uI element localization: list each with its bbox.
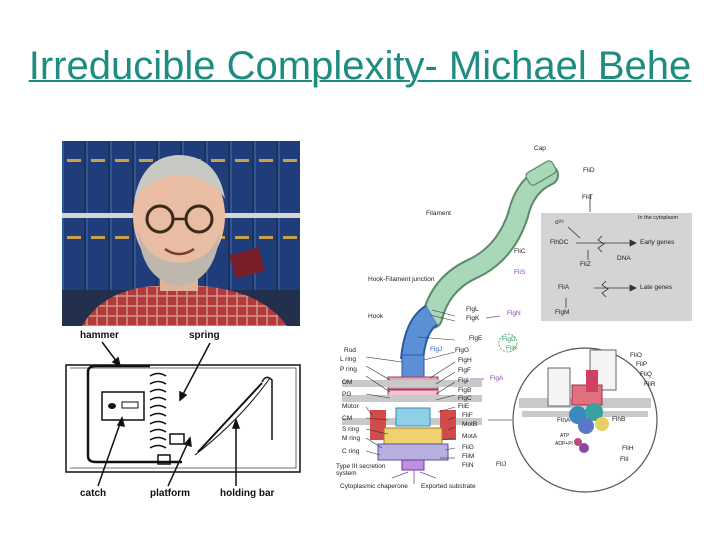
label-motor: Motor <box>342 403 359 410</box>
label-motb: MotB <box>462 421 478 428</box>
label-flim: FliM <box>462 453 475 460</box>
label-m-ring: M ring <box>342 435 361 442</box>
label-flit: FliT <box>582 194 593 201</box>
label-flij: FliJ <box>496 461 507 468</box>
label-flgj: FlgJ <box>430 346 443 353</box>
label-flgb: FlgB <box>458 387 472 394</box>
label-flgh: FlgH <box>458 357 472 364</box>
label-flir: FliR <box>644 381 656 388</box>
regulation-box <box>541 213 692 321</box>
label-filament: Filament <box>426 210 451 217</box>
label-l-ring: L ring <box>340 356 357 363</box>
label-flie: FliE <box>458 403 470 410</box>
label-type-iii: Type III secretion system <box>336 463 386 478</box>
label-flio: FliO <box>630 352 642 359</box>
person-figure <box>82 155 287 326</box>
label-flgd: FlgD <box>502 336 516 343</box>
label-catch: catch <box>80 488 107 499</box>
slide-title: Irreducible Complexity- Michael Behe <box>28 44 692 88</box>
label-cytoplasmic-chaperone: Cytoplasmic chaperone <box>340 483 408 490</box>
label-late-genes: Late genes <box>640 284 673 291</box>
label-hook-filament-junction: Hook-Filament junction <box>368 276 435 283</box>
label-flis: FliS <box>514 269 526 276</box>
label-flih: FliH <box>622 445 634 452</box>
label-hook: Hook <box>368 313 384 320</box>
label-p-ring: P ring <box>340 366 357 373</box>
label-cap: Cap <box>534 145 546 152</box>
label-flgl: FlgL <box>466 306 479 313</box>
label-flik: FliK <box>506 345 518 352</box>
label-flin: FliN <box>462 462 474 469</box>
label-flhb: FlhB <box>612 416 626 423</box>
label-cm: CM <box>342 415 353 422</box>
label-sigma: σ²⁸ <box>555 219 564 226</box>
label-atp: ATP <box>560 433 570 439</box>
label-flid: FliD <box>583 167 595 174</box>
portrait-photo <box>62 141 300 326</box>
label-flia: FliA <box>558 284 570 291</box>
label-pg: PG <box>342 391 352 398</box>
label-fliq: FliQ <box>640 371 652 378</box>
label-flgg: FlgG <box>455 347 470 354</box>
label-platform: platform <box>150 488 190 499</box>
label-flgm: FlgM <box>555 309 570 316</box>
label-flgc: FlgC <box>458 395 472 402</box>
label-adp-pi: ADP+Pi <box>555 441 573 447</box>
label-fliz: FliZ <box>580 261 591 268</box>
label-flhdc: FlhDC <box>550 239 569 246</box>
label-flic: FliC <box>514 248 526 255</box>
label-flgf: FlgF <box>458 367 471 374</box>
label-spring: spring <box>189 330 220 341</box>
label-hammer: hammer <box>80 330 119 341</box>
label-flig: FliG <box>462 444 474 451</box>
label-s-ring: S ring <box>342 426 359 433</box>
label-flif: FliF <box>462 412 473 419</box>
label-dna: DNA <box>617 255 631 262</box>
label-flgi: FlgI <box>458 377 469 384</box>
label-flgn: FlgN <box>507 310 521 317</box>
label-rod: Rod <box>344 347 356 354</box>
label-c-ring: C ring <box>342 448 360 455</box>
label-early-genes: Early genes <box>640 239 675 246</box>
label-exported-substrate: Exported substrate <box>421 483 476 490</box>
label-flga: FlgA <box>490 375 504 382</box>
label-om: OM <box>342 379 353 386</box>
label-flge: FlgE <box>469 335 483 342</box>
label-flip: FliP <box>636 361 648 368</box>
label-holding-bar: holding bar <box>220 488 275 499</box>
label-flgk: FlgK <box>466 315 480 322</box>
label-flha: FlhA <box>557 417 571 424</box>
label-flii: FliI <box>620 456 629 463</box>
label-mota: MotA <box>462 433 478 440</box>
label-in-cytoplasm: In the cytoplasm <box>638 215 679 221</box>
